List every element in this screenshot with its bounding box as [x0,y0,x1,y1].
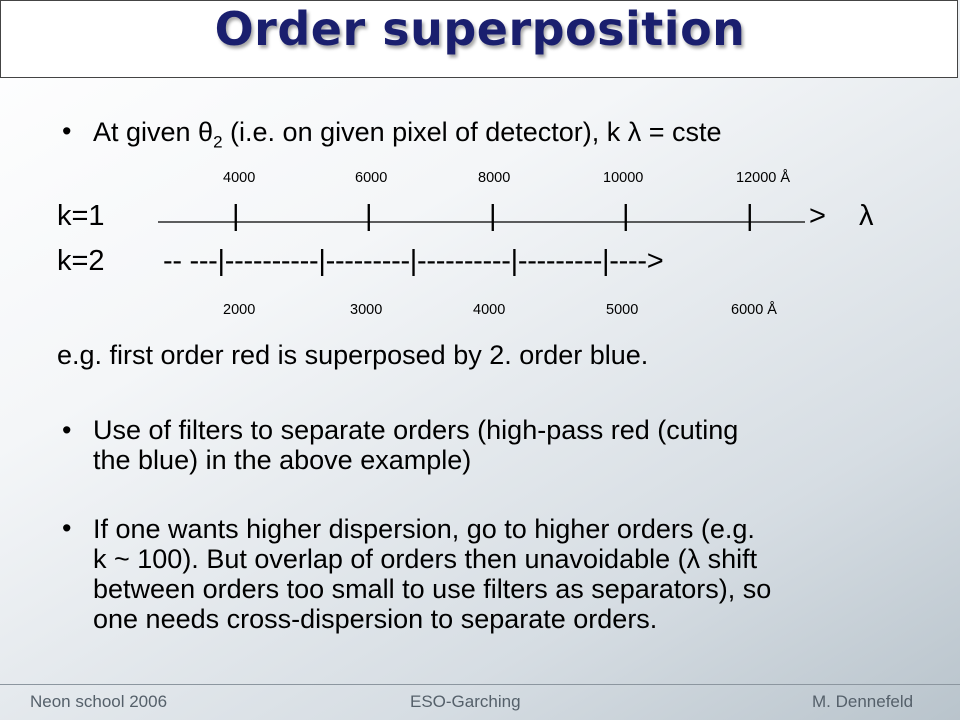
bullet-1-text: At given θ2 (i.e. on given pixel of dete… [93,117,722,157]
bullet-3-line: If one wants higher dispersion, go to hi… [93,514,755,544]
scale-bottom-label: 5000 [606,302,639,318]
footer-right: M. Dennefeld [812,692,914,711]
k2-axis: -- ---|----------|---------|----------|-… [163,245,664,277]
k1-arrow: > [809,200,826,232]
bullet-2-line: Use of filters to separate orders (high-… [93,415,739,445]
scale-top-label: 4000 [223,170,256,186]
k2-label: k=2 [57,245,105,277]
bullet-1-post: (i.e. on given pixel of detector), k λ =… [222,117,722,147]
bullet-3-line: one needs cross-dispersion to separate o… [93,604,658,634]
bullet-1-pre: At given θ [93,117,214,147]
k1-tick: | [489,200,497,232]
bullet-2-line: the blue) in the above example) [93,445,472,475]
bullet-dot: • [62,513,72,543]
slide-title: Order superposition [214,2,746,56]
scale-top-label: 6000 [355,170,388,186]
scale-top-label: 8000 [478,170,511,186]
footer-left: Neon school 2006 [30,692,168,711]
scale-bottom-label: 2000 [223,302,256,318]
bullet-3-line: k ~ 100). But overlap of orders then una… [93,544,758,574]
bullet-1-sub: 2 [213,132,223,152]
k1-tick: | [622,200,630,232]
title-box [0,0,958,78]
footer-divider [0,684,960,685]
bullet-dot: • [62,415,72,445]
scale-bottom-label: 4000 [473,302,506,318]
scale-top-label: 12000 Å [736,170,791,186]
scale-bottom-label: 3000 [350,302,383,318]
footer-center: ESO-Garching [410,692,521,711]
scale-bottom-label: 6000 Å [731,302,777,318]
k1-tick: | [232,200,240,232]
scale-top-label: 10000 [603,170,644,186]
k1-label: k=1 [57,200,105,232]
k1-axis [158,221,805,223]
bullet-3-line: between orders too small to use filters … [93,574,772,604]
k1-tick: | [365,200,373,232]
bullet-dot: • [62,116,72,146]
lambda-symbol: λ [859,200,874,232]
k1-tick: | [746,200,754,232]
example-text: e.g. first order red is superposed by 2.… [57,340,649,370]
